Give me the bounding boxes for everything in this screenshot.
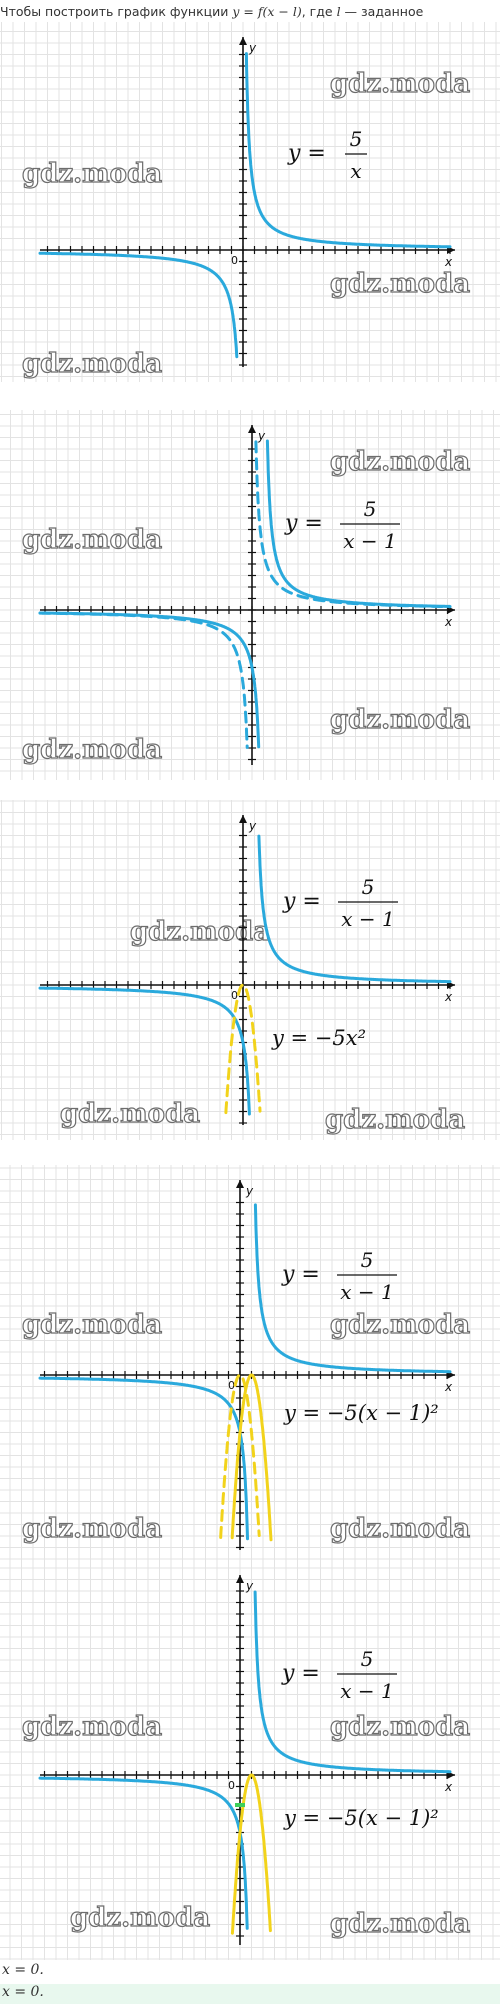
curve-5x2-dashed [219,1373,261,1539]
curve-5x1-solid [253,1203,452,1374]
equation-fraction: y = 5 x − 1 [281,1248,397,1304]
curve-5x1-solid [38,1376,249,1541]
watermark: gdz.moda [22,735,162,765]
curve-5x-solid [38,251,239,359]
graph-svg-3: gdz.moda gdz.moda gdz.moda x y 0 y = 5 x − 1 y = … [0,800,500,1140]
y-axis-label: y [245,1579,254,1593]
watermark: gdz.moda [70,1903,210,1933]
y-axis-label: y [245,1184,254,1198]
origin-label: 0 [231,989,238,1002]
y-axis-arrow [248,425,256,433]
watermark: gdz.moda [330,1712,470,1742]
equation-fraction: y = 5 x − 1 [284,497,400,553]
graph-svg-5: gdz.moda gdz.moda gdz.moda gdz.moda x y 0 y = 5 x… [0,1560,500,1960]
grid [0,1560,500,1960]
curve-5x-dashed [38,611,249,749]
equation-left: y = [281,1262,320,1287]
equation-denominator: x − 1 [343,529,396,553]
intro-after: — заданное [340,4,424,19]
equation-denominator: x − 1 [341,907,394,931]
x-axis-label: x [444,990,453,1004]
intro-text: Чтобы построить график функции y = f(x −… [0,4,500,22]
y-axis-arrow [236,1180,244,1188]
watermark: gdz.moda [22,159,162,189]
y-axis-label: y [248,819,257,833]
graph-svg-2: gdz.moda gdz.moda gdz.moda gdz.moda x y y = 5 x … [0,410,500,780]
watermark: gdz.moda [22,525,162,555]
equation-denominator: x − 1 [340,1679,393,1703]
watermark: gdz.moda [60,1099,200,1129]
watermark: gdz.moda [22,349,162,379]
watermark: gdz.moda [22,1310,162,1340]
equation-numerator: 5 [362,875,375,899]
intro-var: l [336,4,341,19]
curve-5x1-solid [257,834,452,984]
x-axis-label: x [444,1380,453,1394]
equation-denominator: x [350,159,361,183]
grid [0,1165,500,1565]
curve-5x1-solid [38,1776,249,1930]
watermark: gdz.moda [330,705,470,735]
watermark: gdz.moda [330,1514,470,1544]
watermark: gdz.moda [330,269,470,299]
equation-left: y = [281,1661,320,1686]
equation-text: y = −5(x − 1)² [283,1401,439,1425]
curve-5x12-solid [230,1373,273,1542]
x-axis-label: x [444,1780,453,1794]
y-axis-arrow [239,37,247,45]
y-axis-arrow [236,1575,244,1583]
origin-label: 0 [228,1379,235,1392]
equation-text: y = −5x² [271,1026,366,1050]
curve-5x12-solid [230,1773,272,1935]
watermark: gdz.moda [22,1514,162,1544]
graph-panel-3: gdz.moda gdz.moda gdz.moda x y 0 y = 5 x − 1 y = … [0,800,500,1140]
y-axis-arrow [239,815,247,823]
equation-numerator: 5 [361,1248,374,1272]
footer-line-1: x = 0. [2,1962,44,1978]
equation-text: y = −5(x − 1)² [283,1806,439,1830]
watermark: gdz.moda [325,1105,465,1135]
grid [0,800,500,1140]
equation-denominator: x − 1 [340,1280,393,1304]
curve-5x1-solid [253,1590,452,1774]
curve-5x-solid [244,52,452,249]
equation-fraction: y = 5 x − 1 [281,1647,397,1703]
equation-left: y = [282,889,321,914]
watermark: gdz.moda [330,447,470,477]
equation-left: y = [287,141,326,166]
watermark: gdz.moda [330,1310,470,1340]
y-axis-label: y [257,429,266,443]
graph-panel-2: gdz.moda gdz.moda gdz.moda gdz.moda x y y = 5 x … [0,410,500,780]
watermark: gdz.moda [22,1712,162,1742]
x-axis-label: x [444,615,453,629]
graph-panel-4: gdz.moda gdz.moda gdz.moda gdz.moda x y 0 y = 5 x… [0,1165,500,1565]
x-axis-label: x [444,255,453,269]
equation-numerator: 5 [350,127,363,151]
curve-5x2-dashed [224,983,262,1115]
graph-svg-4: gdz.moda gdz.moda gdz.moda gdz.moda x y 0 y = 5 x… [0,1165,500,1565]
intro-formula: y = f(x − l) [232,4,302,19]
watermark: gdz.moda [330,69,470,99]
watermark: gdz.moda [330,1909,470,1939]
graph-panel-5: gdz.moda gdz.moda gdz.moda gdz.moda x y 0 y = 5 x… [0,1560,500,1960]
equation-left: y = [284,511,323,536]
equation-fraction: y = 5 x − 1 [282,875,398,931]
intro-before: Чтобы построить график функции [0,4,233,19]
equation-numerator: 5 [361,1647,374,1671]
origin-label: 0 [231,254,238,267]
grid [0,22,500,382]
curve-5x-dashed [254,440,452,609]
footer-line-2: x = 0. [0,1984,500,2004]
origin-label: 0 [228,1779,235,1792]
y-axis-label: y [248,41,257,55]
equation-fraction: y = 5 x [287,127,367,183]
intro-mid: , где [301,4,337,19]
watermark: gdz.moda [130,917,270,947]
curve-5x1-solid [38,986,251,1116]
equation-numerator: 5 [364,497,377,521]
